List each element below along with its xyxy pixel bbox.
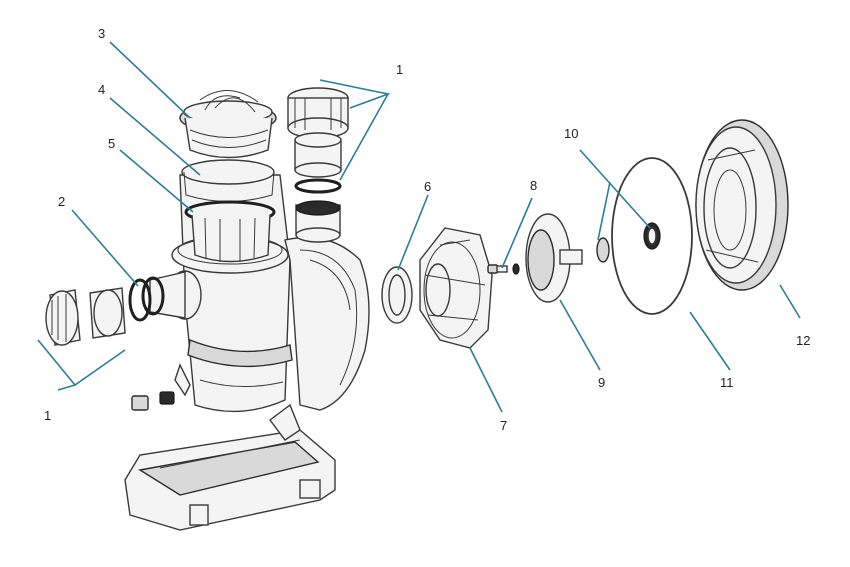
leader-12 <box>779 284 801 319</box>
inlet-o-ring <box>128 278 152 322</box>
callout-6: 6 <box>424 179 431 194</box>
seal-plate <box>695 119 789 291</box>
callout-2: 2 <box>58 194 65 209</box>
leader-6 <box>397 194 429 271</box>
impeller-screw <box>487 263 520 275</box>
leader-2 <box>71 209 139 287</box>
pump-base <box>124 403 336 531</box>
leader-10-a <box>579 149 651 229</box>
pump-volute <box>284 236 370 411</box>
seal-ring <box>381 266 413 324</box>
impeller <box>525 213 583 303</box>
callout-11: 11 <box>720 375 734 390</box>
leader-1-side-b <box>57 384 76 391</box>
leader-1-top-b <box>339 93 389 181</box>
outlet-union <box>287 87 349 243</box>
callout-1-side: 1 <box>44 408 51 423</box>
leader-9 <box>559 299 601 371</box>
callout-4: 4 <box>98 82 105 97</box>
leader-4 <box>109 97 201 176</box>
mechanical-seal <box>596 222 661 263</box>
strainer-lid <box>179 90 277 159</box>
inlet-stub <box>141 270 202 320</box>
leader-3 <box>109 41 191 119</box>
callout-12: 12 <box>796 333 810 348</box>
diffuser <box>419 227 493 349</box>
strainer-basket <box>184 200 276 263</box>
callouts: 1 1 2 3 4 5 6 7 8 9 10 11 12 <box>44 26 810 433</box>
leader-10-b <box>597 181 611 241</box>
drain-plugs <box>131 363 191 411</box>
callout-7: 7 <box>500 418 507 433</box>
callout-8: 8 <box>530 178 537 193</box>
leader-8 <box>501 197 533 269</box>
callout-1-top: 1 <box>396 62 403 77</box>
leader-11 <box>689 311 731 371</box>
callout-5: 5 <box>108 136 115 151</box>
leader-1-side <box>37 339 126 387</box>
inlet-union <box>45 287 126 346</box>
leader-lines <box>37 41 801 413</box>
housing-gasket <box>611 157 693 315</box>
leader-7 <box>469 347 503 413</box>
callout-3: 3 <box>98 26 105 41</box>
leader-5 <box>119 149 194 213</box>
callout-9: 9 <box>598 375 605 390</box>
callout-10: 10 <box>564 126 578 141</box>
